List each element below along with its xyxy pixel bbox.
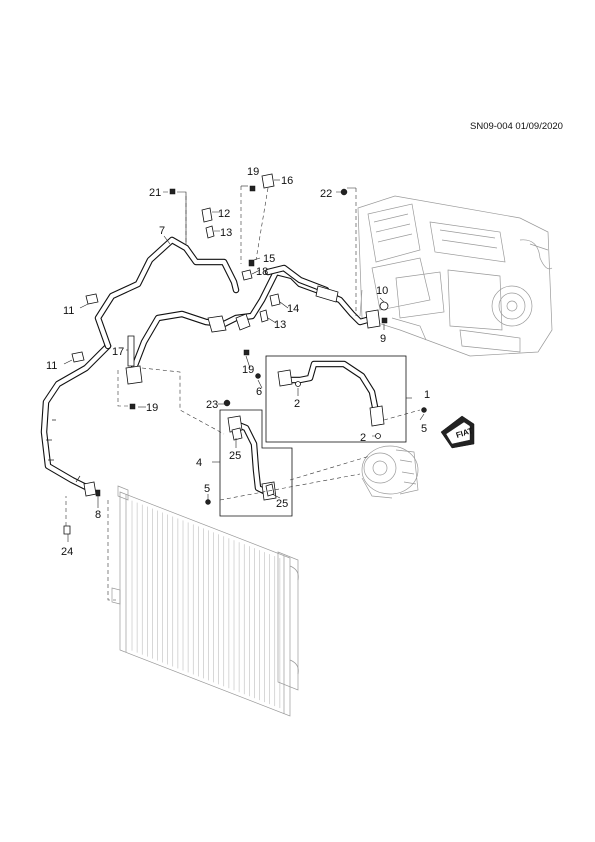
compressor — [361, 445, 419, 499]
callout-8: 8 — [95, 509, 101, 521]
callout-4: 4 — [196, 457, 202, 469]
callout-5-right: 5 — [421, 423, 427, 435]
fittings — [63, 173, 427, 535]
callout-6: 6 — [256, 386, 262, 398]
callout-12: 12 — [218, 208, 230, 220]
callout-18: 18 — [256, 266, 268, 278]
condenser — [111, 485, 299, 717]
callout-14: 14 — [287, 303, 299, 315]
callout-19-mid: 19 — [242, 364, 254, 376]
fiat-logo: FIAT — [440, 415, 475, 449]
callout-11-upper: 11 — [63, 305, 74, 317]
callout-19-low: 19 — [146, 402, 158, 414]
callout-23: 23 — [206, 399, 218, 411]
drawing-code: SN09-004 01/09/2020 — [470, 121, 563, 132]
leader-lines — [63, 179, 425, 601]
callout-22: 22 — [320, 188, 332, 200]
callout-13-top: 13 — [220, 227, 232, 239]
callout-labels: 21 19 16 22 12 13 7 15 18 14 13 10 9 11 … — [46, 166, 430, 558]
callout-7: 7 — [159, 225, 165, 237]
callout-25-bottom: 25 — [276, 498, 288, 510]
callout-16: 16 — [281, 175, 293, 187]
suction-line-pipe — [130, 264, 381, 372]
callout-11-lower: 11 — [46, 360, 57, 372]
callout-1: 1 — [424, 389, 430, 401]
callout-2-right: 2 — [360, 432, 366, 444]
callout-24: 24 — [61, 546, 73, 558]
callout-21: 21 — [149, 187, 161, 199]
callout-10: 10 — [376, 285, 388, 297]
callout-13-mid: 13 — [274, 319, 286, 331]
callout-2-left: 2 — [294, 398, 300, 410]
callout-17: 17 — [112, 346, 124, 358]
liquid-line-pipe — [40, 236, 240, 492]
callout-15: 15 — [263, 253, 275, 265]
callout-5-left: 5 — [204, 483, 210, 495]
callout-9: 9 — [380, 333, 386, 345]
pipe-assembly-1 — [265, 355, 412, 443]
hvac-unit — [357, 195, 553, 357]
callout-25-top: 25 — [229, 450, 241, 462]
callout-19-top: 19 — [247, 166, 259, 178]
